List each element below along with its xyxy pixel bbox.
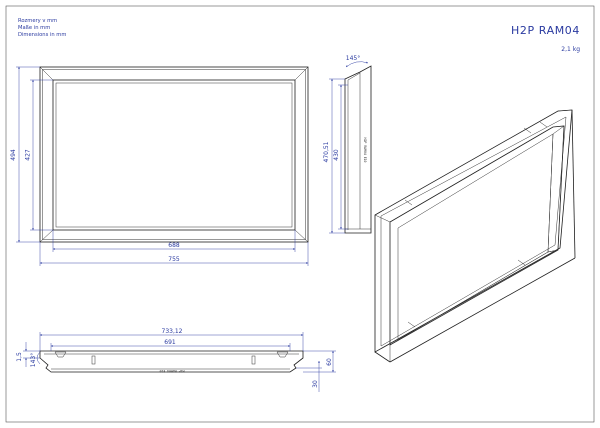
dim-depth: 60: [326, 358, 333, 366]
dim-inner-height: 427: [25, 149, 32, 161]
side-view: [344, 65, 372, 234]
dim-side-angle: 145°: [346, 55, 360, 62]
isometric-view: [374, 109, 576, 363]
front-dimensions: [16, 66, 309, 266]
units-note-sk: Rozmery v mm: [18, 18, 57, 24]
bottom-view: [39, 350, 304, 373]
dim-thickness: 1,5: [16, 352, 23, 362]
bottom-dimensions: [23, 332, 336, 392]
dim-overall-length: 733,12: [162, 328, 183, 335]
weight-label: 2,1 kg: [561, 46, 580, 53]
front-view: [39, 66, 309, 243]
dim-side-outer-height: 470,51: [323, 141, 330, 162]
dim-bottom-inner-length: 691: [164, 339, 176, 346]
sheet-border: [5, 5, 595, 423]
drawing-title: H2P RAM04: [511, 24, 580, 37]
units-note-de: Maße in mm: [18, 25, 50, 31]
dim-inner-width: 688: [168, 242, 180, 249]
bottom-stamp: H2P RAM04 E10: [159, 369, 184, 373]
dim-outer-width: 755: [168, 256, 180, 263]
units-note-en: Dimensions in mm: [18, 32, 66, 38]
side-stamp: H2P RAM04 E10: [363, 138, 367, 163]
side-dimensions: [329, 61, 369, 234]
dim-outer-height: 494: [10, 149, 17, 161]
dim-lip: 30: [312, 380, 319, 388]
dim-bottom-angle: 143°: [30, 353, 37, 367]
dim-side-inner-height: 430: [333, 149, 340, 161]
